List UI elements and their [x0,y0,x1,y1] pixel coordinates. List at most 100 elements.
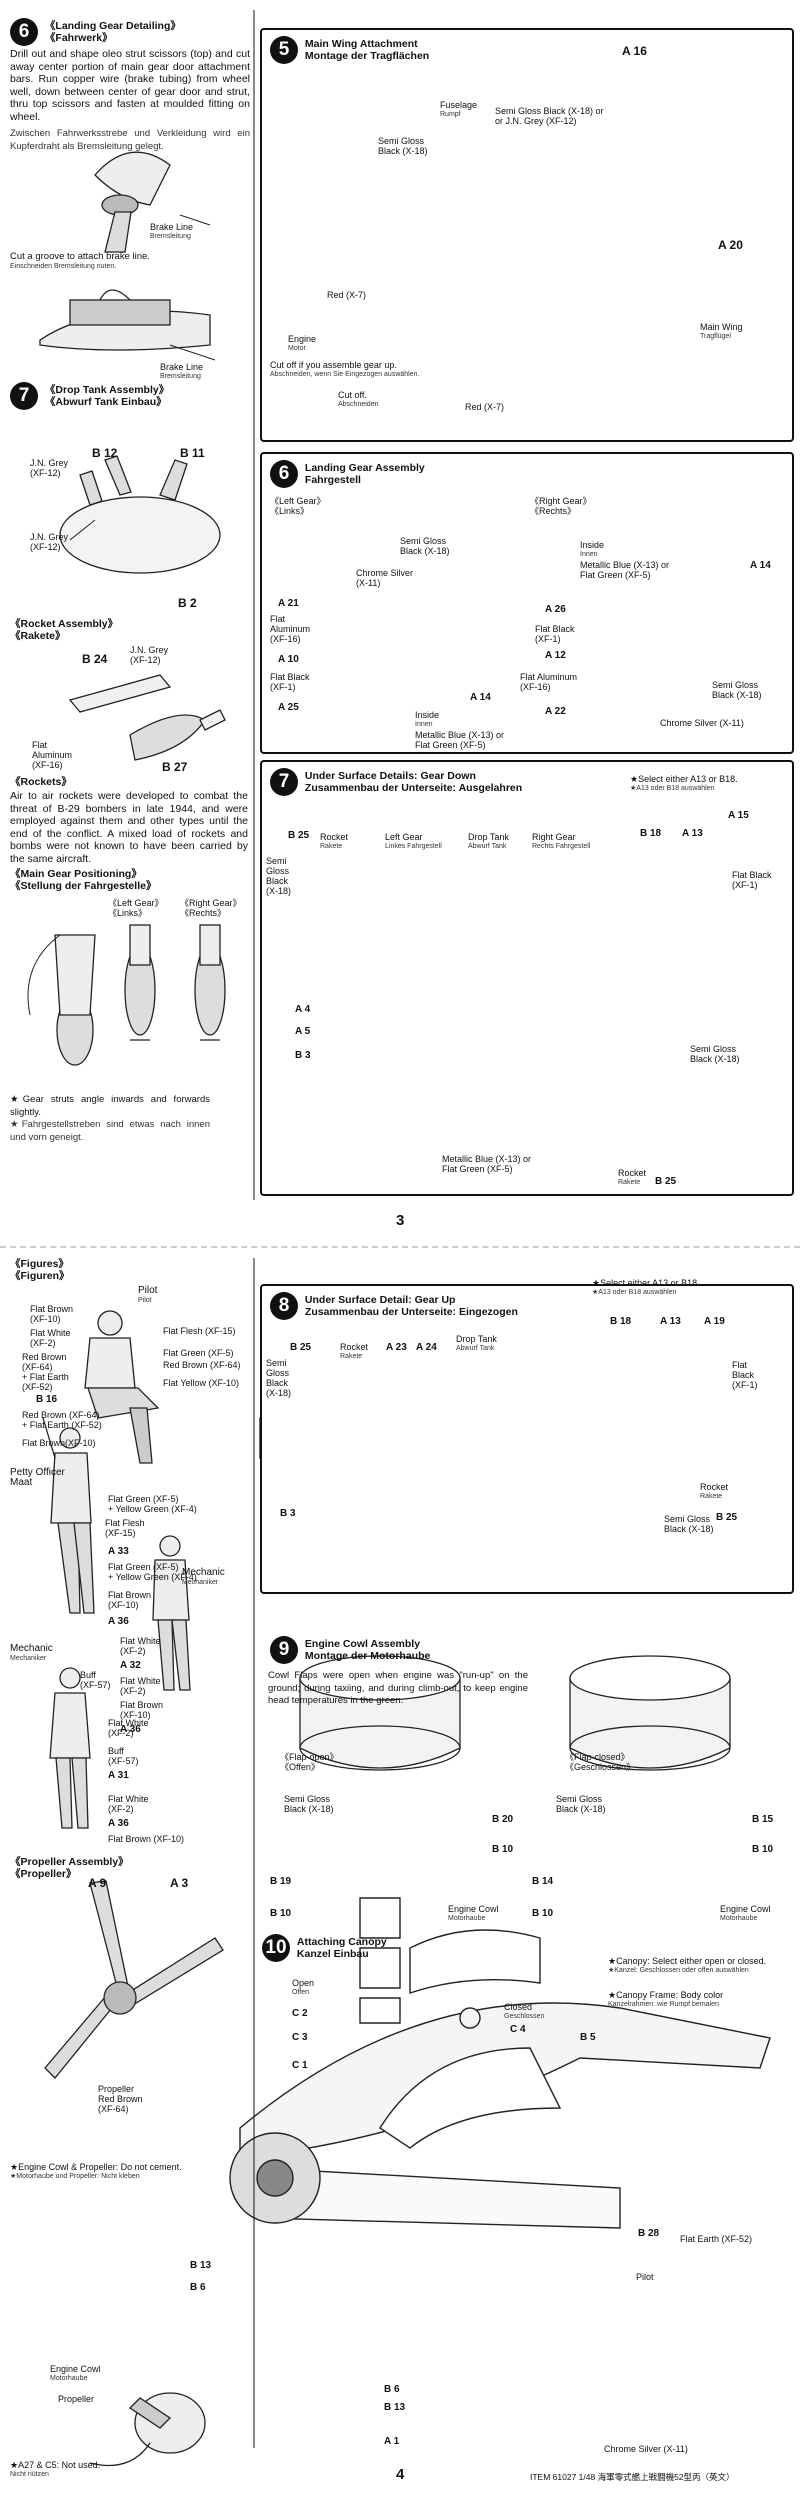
part-b2: B 2 [178,596,197,610]
flat-white-mech-label-3: Flat White(XF-2) [108,1718,149,1738]
step-6-detail-heading: 6 《Landing Gear Detailing》 《Fahrwerk》 [10,18,181,46]
part-a13: A 13 [682,828,703,839]
flat-white-mech-label: Flat White(XF-2) [120,1636,161,1656]
part-a5: A 5 [295,1026,311,1037]
part-a24: A 24 [416,1342,437,1353]
not-used-note: ★A27 & C5: Not used.Nicht nützen [10,2460,101,2478]
part-a25: A 25 [278,702,299,713]
part-a21: A 21 [278,598,299,609]
part-a23: A 23 [386,1342,407,1353]
flat-flesh-label: Flat Flesh (XF-15) [163,1326,236,1336]
jn-grey-label-3: J.N. Grey(XF-12) [130,645,169,665]
part-a36-3: A 36 [108,1818,129,1829]
step-number: 9 [270,1636,298,1664]
step-7-box [260,760,794,1196]
step-number: 6 [270,460,298,488]
step-10-heading: 10 Attaching Canopy Kanzel Einbau [262,1934,387,1962]
part-b14: B 14 [532,1876,554,1887]
part-c2: C 2 [292,2008,308,2019]
part-c1: C 1 [292,2060,308,2071]
page-number: 3 [396,1212,405,1229]
cowl-flaps-text: Cowl Flaps were open when engine was "ru… [268,1670,528,1706]
flat-brown-label-2: Flat Brown(XF-10) [22,1438,96,1448]
part-a36: A 36 [108,1616,129,1627]
step-title-de: Fahrgestell [304,474,361,486]
part-a19: A 19 [704,1316,725,1327]
step-6-box [260,452,794,754]
part-b13: B 13 [190,2260,212,2271]
flat-flesh-label-2: Flat Flesh(XF-15) [105,1518,145,1538]
rockets-text: Air to air rockets were developed to com… [10,790,248,865]
brake-line-label: Brake Line Bremsleitung [150,222,194,240]
flat-brown-mech-label: Flat Brown(XF-10) [120,1700,164,1720]
step-5-heading: 5 Main Wing Attachment Montage der Tragf… [270,36,429,64]
step-6-heading: 6 Landing Gear Assembly Fahrgestell [270,460,425,488]
rockets-heading: 《Rockets》 [10,776,72,788]
part-a16: A 16 [622,44,647,58]
figures-heading: 《Figures》 《Figuren》 [10,1258,70,1282]
part-c4: C 4 [510,2024,526,2035]
part-a36-2: A 36 [120,1724,141,1735]
part-b10-right: B 10 [752,1844,774,1855]
page-3: 6 《Landing Gear Detailing》 《Fahrwerk》 Dr… [0,0,800,1246]
red-x7-label-2: Red (X-7) [465,402,505,412]
part-b11: B 11 [180,446,205,460]
flat-green-yellow-label: Flat Green (XF-5)+ Yellow Green (XF-4) [108,1494,197,1514]
pilot-label: Pilot [636,2272,654,2282]
step-title-de: 《Fahrwerk》 [44,32,113,44]
part-a14-left: A 14 [470,692,491,703]
cutoff-note: Cut off if you assemble gear up.Abschnei… [270,360,420,378]
groove-note: Cut a groove to attach brake line. Einsc… [10,251,150,271]
flat-green-label: Flat Green (XF-5) [163,1348,234,1358]
part-b18: B 18 [640,828,662,839]
step-title: Landing Gear Assembly [304,462,425,474]
step-number: 5 [270,36,298,64]
part-a14-right: A 14 [750,560,771,571]
chrome-silver-label: Chrome Silver (X-11) [604,2444,688,2454]
step-title: 《Landing Gear Detailing》 [44,20,181,32]
flat-black-right-label: Flat Black(XF-1) [535,624,575,644]
step-7-heading: 7 Under Surface Details: Gear Down Zusam… [270,768,522,796]
flat-white-mech-label-4: Flat White(XF-2) [108,1794,149,1814]
red-x7-label: Red (X-7) [327,290,367,300]
part-a1: A 1 [384,2436,400,2447]
part-b25-2: B 25 [655,1176,677,1187]
step-title: Main Wing Attachment [304,38,418,50]
step-8-heading: 8 Under Surface Detail: Gear Up Zusammen… [270,1292,518,1320]
buff-label: Buff(XF-57) [80,1670,111,1690]
part-a20: A 20 [718,238,743,252]
step-title: 《Drop Tank Assembly》 [44,384,170,396]
part-a4: A 4 [295,1004,311,1015]
part-b10-right-2: B 10 [532,1908,554,1919]
main-gear-positioning-heading: 《Main Gear Positioning》 《Stellung der Fa… [10,868,157,892]
rocket-assembly-heading: 《Rocket Assembly》 《Rakete》 [10,618,119,642]
step-title-de: Zusammenbau der Unterseite: Ausgelahren [304,782,523,794]
part-a10: A 10 [278,654,299,665]
flap-open-label: 《Flap-open》《Offen》 [280,1752,339,1772]
part-b12: B 12 [92,446,118,460]
landing-gear-detail-text: Drill out and shape oleo strut scissors … [10,48,250,123]
flat-yellow-label: Flat Yellow (XF-10) [163,1378,240,1388]
flat-white-mech-label-2: Flat White(XF-2) [120,1676,161,1696]
part-b20: B 20 [492,1814,514,1825]
step-number: 8 [270,1292,298,1320]
part-b16: B 16 [36,1394,58,1405]
flat-black-label: Flat Black(XF-1) [732,870,772,890]
